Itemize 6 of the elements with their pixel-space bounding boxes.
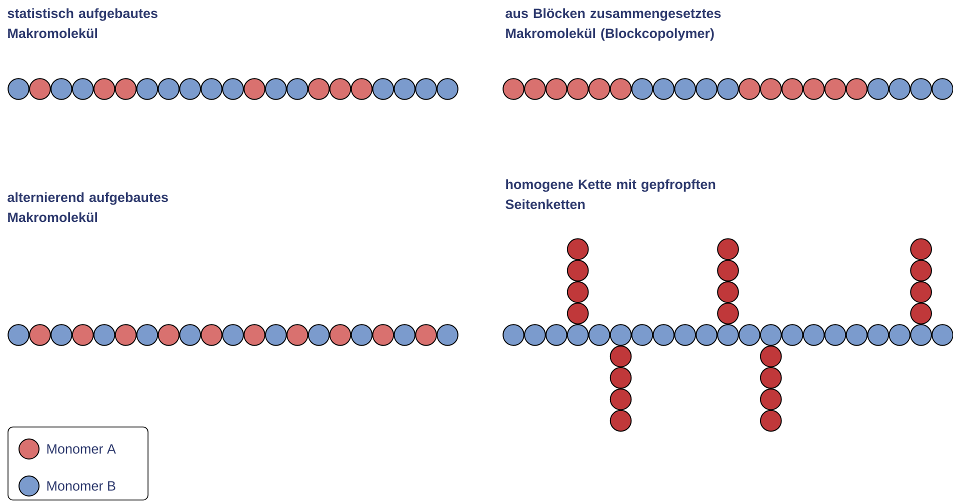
legend-label: Monomer A — [47, 444, 116, 454]
section-title: aus Blöcken zusammengesetztes Makromolekül (Blockcopolymer) — [506, 8, 721, 41]
legend-label: Monomer B — [47, 481, 116, 491]
section-title: homogene Kette mit gepfropften Seitenketten — [506, 179, 716, 210]
section-title: statistisch aufgebautes Makromolekül — [8, 8, 158, 38]
section-title: alternierend aufgebautes Makromolekül — [8, 192, 168, 222]
